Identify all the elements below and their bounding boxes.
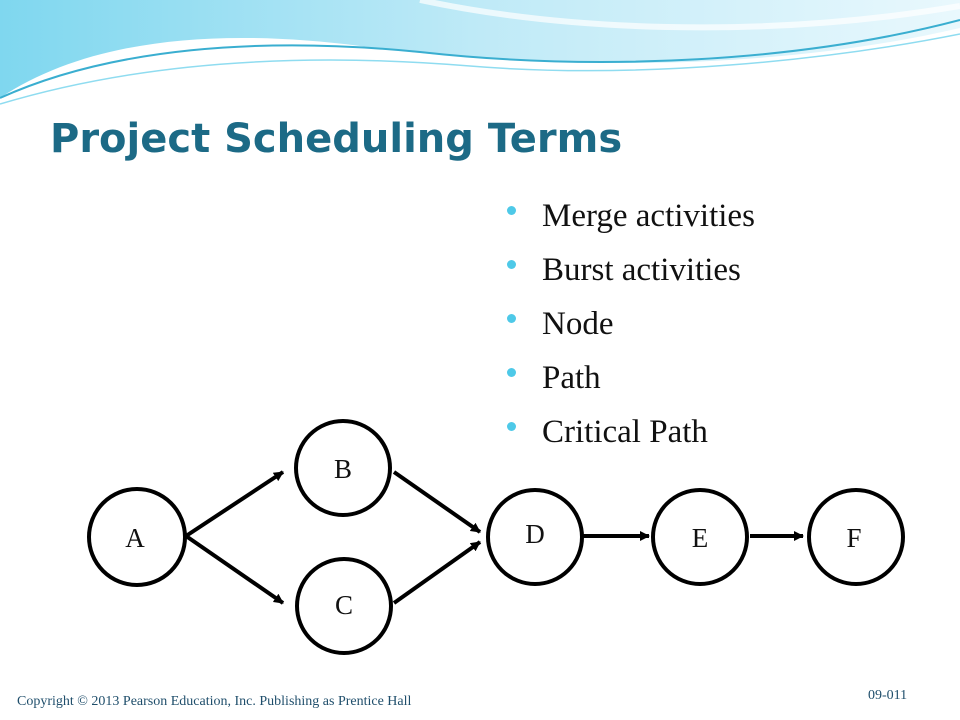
bullet-dot-icon: [507, 206, 516, 215]
bullet-text: Burst activities: [542, 252, 741, 288]
edge-a-b: [184, 470, 285, 538]
bullet-text: Path: [542, 360, 601, 396]
node-f: F: [807, 488, 905, 586]
bullet-dot-icon: [507, 314, 516, 323]
edge-c-d: [392, 540, 482, 605]
node-label: E: [692, 523, 709, 553]
node-e: E: [651, 488, 749, 586]
bullet-text: Node: [542, 306, 614, 342]
bullet-dot-icon: [507, 260, 516, 269]
bullet-dot-icon: [507, 368, 516, 377]
slide-number: 09-011: [868, 688, 908, 703]
node-label: D: [525, 519, 545, 549]
node-label: F: [846, 523, 861, 553]
node-a: A: [87, 487, 187, 587]
node-b: B: [294, 419, 392, 517]
edge-b-d: [392, 470, 482, 534]
node-d: D: [486, 488, 584, 586]
node-c: C: [295, 557, 393, 655]
header-wave-decoration: [0, 0, 960, 105]
copyright-footer: Copyright © 2013 Pearson Education, Inc.…: [17, 694, 412, 709]
node-label: B: [334, 454, 352, 484]
node-label: A: [125, 523, 145, 553]
bullet-dot-icon: [507, 422, 516, 431]
node-label: C: [335, 590, 353, 620]
edge-a-c: [184, 534, 285, 605]
page-title: Project Scheduling Terms: [50, 116, 623, 162]
bullet-text: Critical Path: [542, 414, 708, 450]
bullet-text: Merge activities: [542, 198, 755, 234]
